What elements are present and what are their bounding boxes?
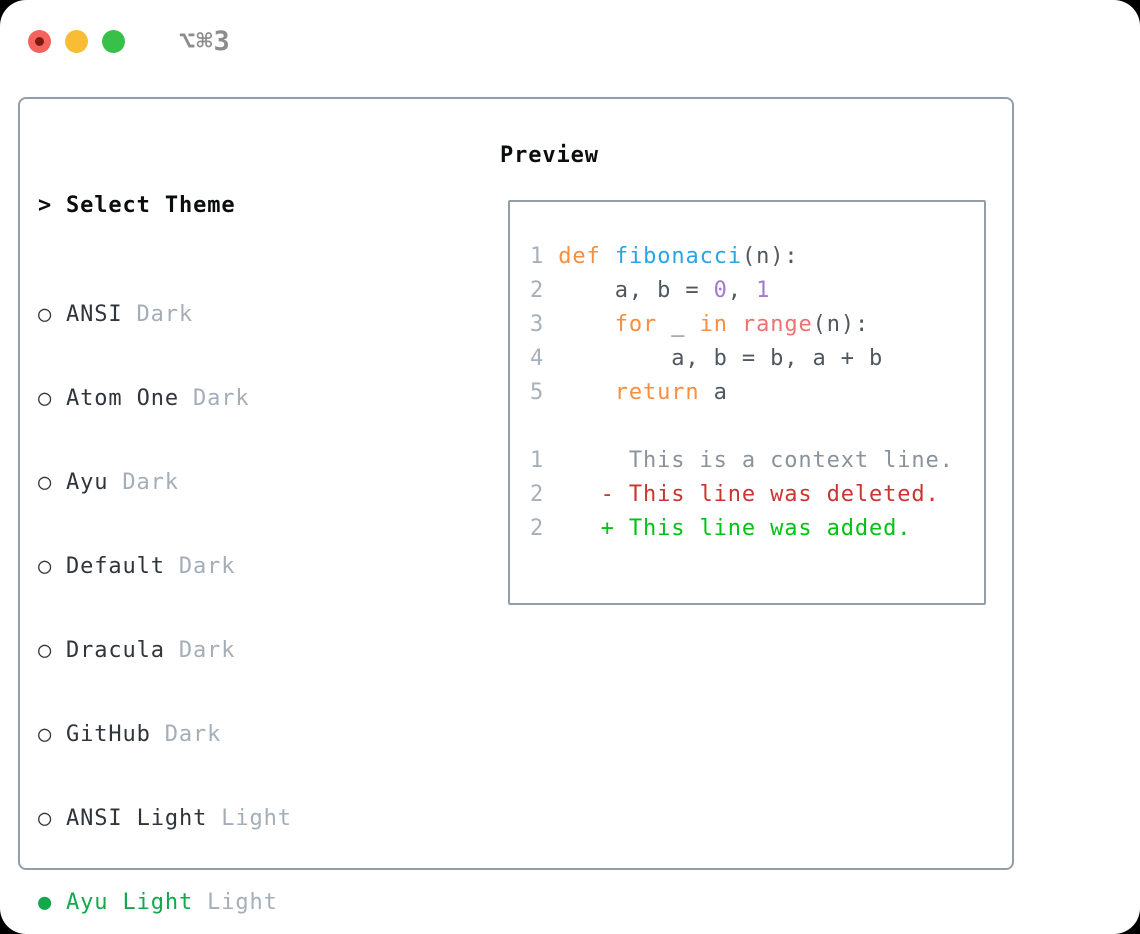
theme-name: GitHub <box>66 722 151 747</box>
preview-pane: 1 def fibonacci(n): 2 a, b = 0, 1 3 for … <box>508 200 986 605</box>
code-token-number: 0 <box>713 278 728 303</box>
code-line: 2 a, b = 0, 1 <box>530 274 984 308</box>
diff-added-line: 2 + This line was added. <box>530 512 984 546</box>
line-number: 2 <box>530 278 545 303</box>
theme-option-ansi-dark[interactable]: ○ ANSI Dark <box>38 298 434 332</box>
line-number: 3 <box>530 312 545 337</box>
theme-variant: Dark <box>136 302 194 327</box>
radio-unselected-icon: ○ <box>38 302 53 327</box>
line-number: 1 <box>530 448 545 473</box>
diff-added-text: + This line was added. <box>600 516 912 541</box>
close-button[interactable] <box>28 30 51 53</box>
code-token <box>728 312 742 337</box>
line-number: 2 <box>530 482 545 507</box>
code-line: 5 return a <box>530 376 984 410</box>
code-token <box>544 516 601 541</box>
code-token: a <box>699 380 728 405</box>
code-token: (n): <box>741 244 799 269</box>
diff-context-line: 1 This is a context line. <box>530 444 984 478</box>
code-token-keyword: return <box>614 380 700 405</box>
code-token-keyword: for <box>614 312 658 337</box>
theme-name: Dracula <box>66 638 165 663</box>
code-token-keyword: def <box>558 244 601 269</box>
code-token: (n): <box>812 312 870 337</box>
theme-variant: Light <box>207 890 278 915</box>
theme-variant: Light <box>221 806 292 831</box>
titlebar: ⌥⌘3 <box>28 26 231 57</box>
theme-name: Ayu Light <box>66 890 194 915</box>
theme-option-ansi-light[interactable]: ○ ANSI Light Light <box>38 802 434 836</box>
radio-selected-icon: ● <box>38 890 53 915</box>
radio-unselected-icon: ○ <box>38 806 53 831</box>
code-line: 3 for _ in range(n): <box>530 308 984 342</box>
radio-unselected-icon: ○ <box>38 386 53 411</box>
line-number: 1 <box>530 244 545 269</box>
prompt-caret-icon: > <box>38 193 53 218</box>
close-dot-icon <box>35 37 44 46</box>
code-token-number: 1 <box>756 278 771 303</box>
radio-unselected-icon: ○ <box>38 470 53 495</box>
theme-option-ayu-dark[interactable]: ○ Ayu Dark <box>38 466 434 500</box>
radio-unselected-icon: ○ <box>38 638 53 663</box>
code-token: _ <box>657 312 700 337</box>
code-line: 1 def fibonacci(n): <box>530 240 984 274</box>
theme-variant: Dark <box>122 470 179 495</box>
diff-context-text: This is a context line. <box>628 448 954 473</box>
theme-variant: Dark <box>178 638 236 663</box>
code-token <box>544 312 615 337</box>
code-token: a, b = b, a + b <box>544 346 884 371</box>
code-line-blank <box>530 410 984 444</box>
theme-option-default-dark[interactable]: ○ Default Dark <box>38 550 434 584</box>
code-token <box>544 448 629 473</box>
theme-option-atom-one-dark[interactable]: ○ Atom One Dark <box>38 382 434 416</box>
radio-unselected-icon: ○ <box>38 554 53 579</box>
line-number: 2 <box>530 516 545 541</box>
theme-name: ANSI Light <box>66 806 208 831</box>
theme-variant: Dark <box>178 554 236 579</box>
code-token <box>544 380 615 405</box>
minimize-button[interactable] <box>65 30 88 53</box>
select-theme-title: Select Theme <box>66 193 236 218</box>
diff-deleted-text: - This line was deleted. <box>600 482 940 507</box>
theme-option-dracula-dark[interactable]: ○ Dracula Dark <box>38 634 434 668</box>
theme-variant: Dark <box>193 386 250 411</box>
select-theme-header: > Select Theme <box>38 189 434 223</box>
diff-deleted-line: 2 - This line was deleted. <box>530 478 984 512</box>
code-token-builtin: range <box>741 312 813 337</box>
line-number: 4 <box>530 346 545 371</box>
code-line: 4 a, b = b, a + b <box>530 342 984 376</box>
theme-option-ayu-light-selected[interactable]: ● Ayu Light Light <box>38 886 434 920</box>
theme-name: ANSI <box>66 302 123 327</box>
theme-name: Default <box>66 554 165 579</box>
window-shortcut-label: ⌥⌘3 <box>179 26 231 57</box>
code-token <box>601 244 615 269</box>
theme-variant: Dark <box>164 722 222 747</box>
code-token-keyword: in <box>699 312 728 337</box>
zoom-button[interactable] <box>102 30 125 53</box>
theme-name: Atom One <box>66 386 180 411</box>
code-token: , <box>727 278 757 303</box>
code-token: a, b = <box>544 278 714 303</box>
theme-name: Ayu <box>66 470 109 495</box>
code-token-function: fibonacci <box>614 244 742 269</box>
code-token <box>544 482 601 507</box>
theme-option-github-dark[interactable]: ○ GitHub Dark <box>38 718 434 752</box>
preview-title: Preview <box>500 143 599 168</box>
code-token <box>544 244 558 269</box>
line-number: 5 <box>530 380 545 405</box>
radio-unselected-icon: ○ <box>38 722 53 747</box>
